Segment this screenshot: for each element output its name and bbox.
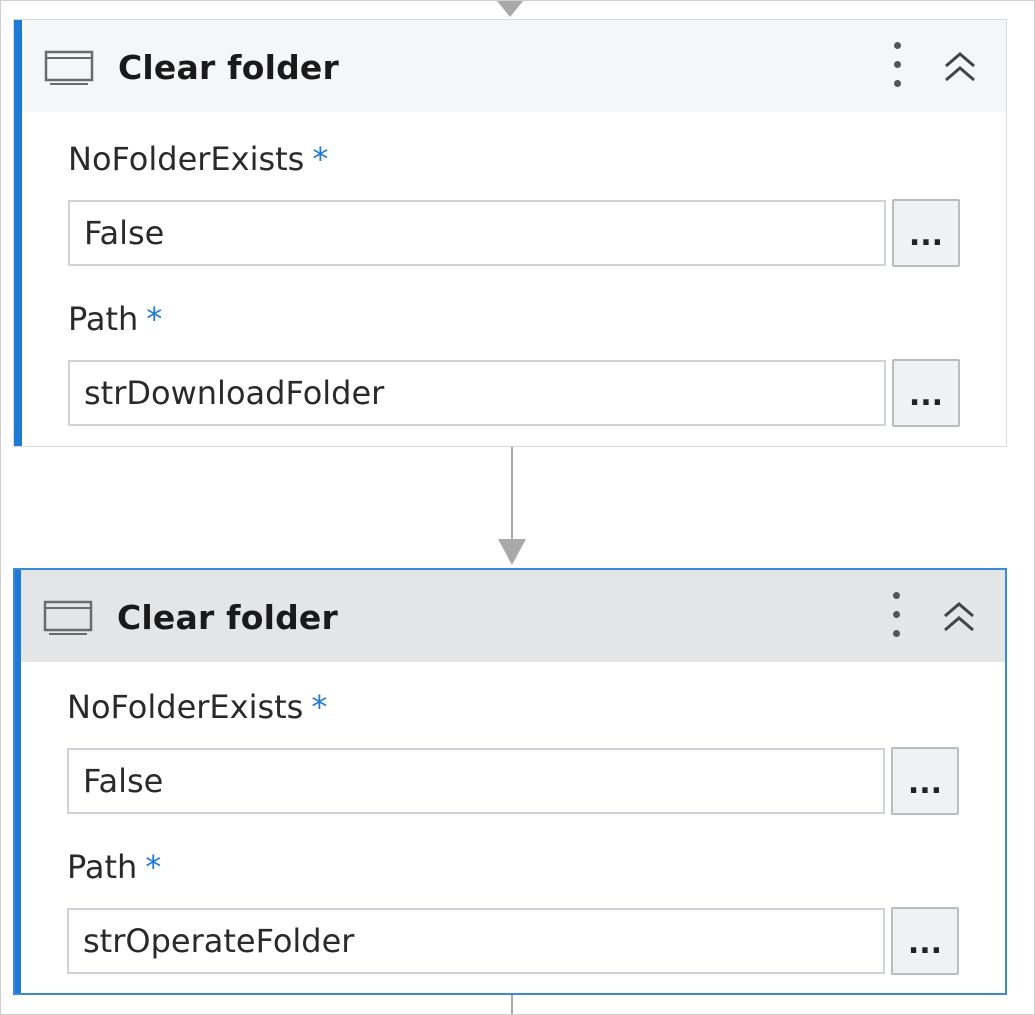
flow-connector: [511, 447, 513, 541]
flow-arrowhead: [498, 539, 526, 565]
required-marker: *: [145, 848, 162, 886]
activity-header[interactable]: Clear folder: [21, 570, 1005, 662]
activity-accent-bar: [14, 20, 22, 446]
more-options-icon[interactable]: [887, 592, 905, 642]
path-expression-button[interactable]: ...: [892, 359, 960, 427]
activity-header[interactable]: Clear folder: [22, 20, 1006, 112]
field-label-path: Path*: [67, 848, 162, 886]
path-expression-button[interactable]: ...: [891, 907, 959, 975]
window-icon: [44, 50, 94, 85]
window-icon: [43, 600, 93, 635]
activity-clear-folder-1[interactable]: Clear folder NoFolderExists* False ... P…: [13, 19, 1007, 447]
nofolderexists-input[interactable]: False: [68, 200, 886, 266]
activity-accent-bar: [15, 570, 21, 993]
required-marker: *: [146, 300, 163, 338]
path-input[interactable]: strDownloadFolder: [68, 360, 886, 426]
collapse-chevrons-icon[interactable]: [942, 50, 978, 84]
collapse-chevrons-icon[interactable]: [941, 600, 977, 634]
required-marker: *: [311, 688, 328, 726]
activity-title: Clear folder: [118, 48, 339, 87]
field-label-nofolderexists: NoFolderExists*: [68, 140, 329, 178]
nofolderexists-expression-button[interactable]: ...: [892, 199, 960, 267]
activity-clear-folder-2[interactable]: Clear folder NoFolderExists* False ... P…: [13, 568, 1007, 995]
activity-title: Clear folder: [117, 598, 338, 637]
field-label-nofolderexists: NoFolderExists*: [67, 688, 328, 726]
field-label-path: Path*: [68, 300, 163, 338]
more-options-icon[interactable]: [888, 42, 906, 92]
nofolderexists-input[interactable]: False: [67, 748, 885, 814]
nofolderexists-expression-button[interactable]: ...: [891, 747, 959, 815]
required-marker: *: [312, 140, 329, 178]
flow-arrowhead-top: [497, 1, 523, 17]
path-input[interactable]: strOperateFolder: [67, 908, 885, 974]
flow-connector-bottom: [511, 995, 513, 1014]
